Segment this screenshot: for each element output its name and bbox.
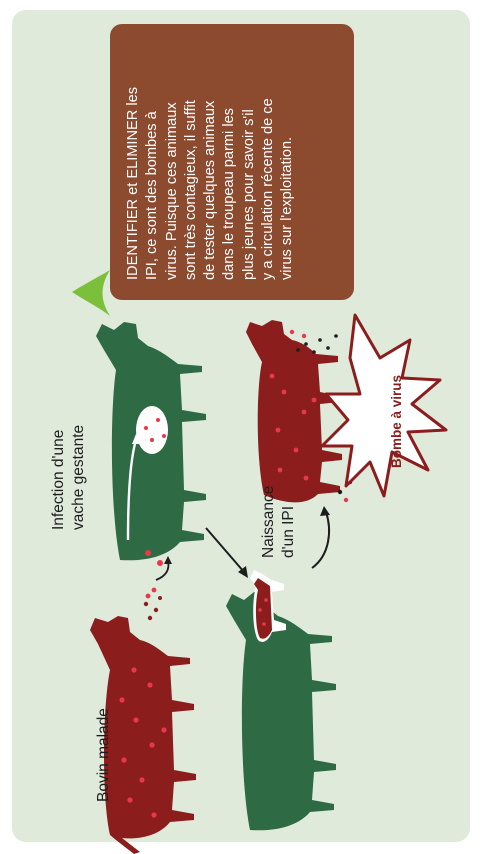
label-infection-line1: Infection d'une — [50, 430, 68, 530]
pregnant-cow-icon — [96, 322, 206, 560]
arrow-icon — [206, 528, 244, 572]
label-sick-bovine: Bovin malade — [95, 708, 113, 802]
label-birth-line2: d'un IPI — [280, 506, 298, 558]
speech-tail-icon — [72, 270, 110, 316]
label-birth-line1: Naissance — [260, 486, 278, 558]
arrow-icon — [312, 512, 329, 568]
label-virus-bomb: Bombe à virus — [388, 375, 406, 468]
virus-particles-icon — [144, 596, 162, 620]
label-infection-line2: vache gestante — [70, 425, 88, 530]
virus-bomb-burst-icon — [322, 315, 446, 496]
